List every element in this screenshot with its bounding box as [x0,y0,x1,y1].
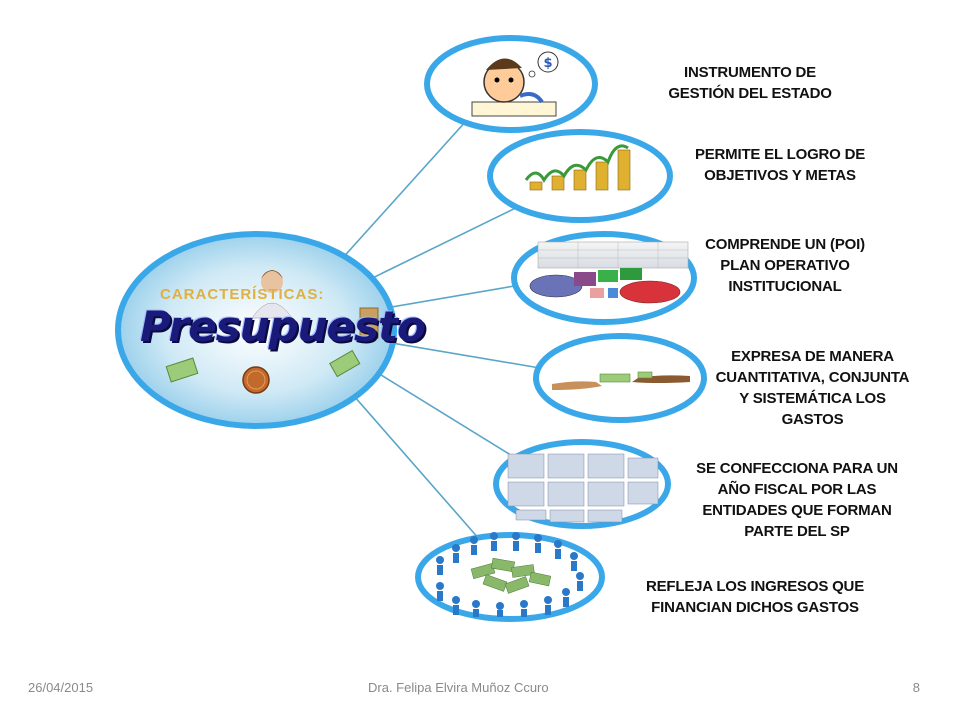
coin-icon [242,366,270,394]
branch-label-ingresos: REFLEJA LOS INGRESOS QUE FINANCIAN DICHO… [645,578,864,616]
connector-line [359,361,523,463]
branch-label-poi: COMPRENDE UN (POI) PLAN OPERATIVO INSTIT… [705,236,865,295]
connector-line [339,379,481,541]
connector-line [351,199,533,289]
handshake-money-icon [552,371,690,390]
footer-date: 26/04/2015 [28,680,94,695]
money-icon [165,307,379,383]
footer-author: Dra. Felipa Elvira Muñoz Ccuro [368,680,549,695]
branch-label-objetivos: PERMITE EL LOGRO DE OBJETIVOS Y METAS [694,146,866,184]
branch-label-expresa: EXPRESA DE MANERA CUANTITATIVA, CONJUNTA… [715,348,910,428]
center-title: Presupuesto [140,302,426,351]
footer-page-number: 8 [912,680,920,695]
branch-node-objetivos [487,129,673,223]
branch-node-ingresos [415,532,605,622]
pie-chart-icon [529,241,689,304]
svg-text:$: $ [543,56,552,71]
people-money-icon [436,532,584,617]
connector-line [329,109,477,273]
calendar-icon [507,453,659,523]
coin-stacks-icon [524,144,631,191]
branch-node-confecciona [493,439,671,529]
center-node [115,231,397,429]
branch-node-expresa [533,333,707,423]
woman-icon [251,270,293,319]
branch-label-instrumento: INSTRUMENTO DE GESTIÓN DEL ESTADO [668,64,832,102]
branch-node-poi [511,231,697,325]
branch-label-confecciona: SE CONFECCIONA PARA UN AÑO FISCAL POR LA… [696,460,898,540]
center-subtitle: CARACTERÍSTICAS: [160,286,325,303]
connector-line [373,284,521,311]
branch-node-instrumento: $ [424,35,598,133]
connector-line [373,339,541,369]
connector-lines [329,109,541,541]
person-thinking-icon: $ [471,51,559,117]
